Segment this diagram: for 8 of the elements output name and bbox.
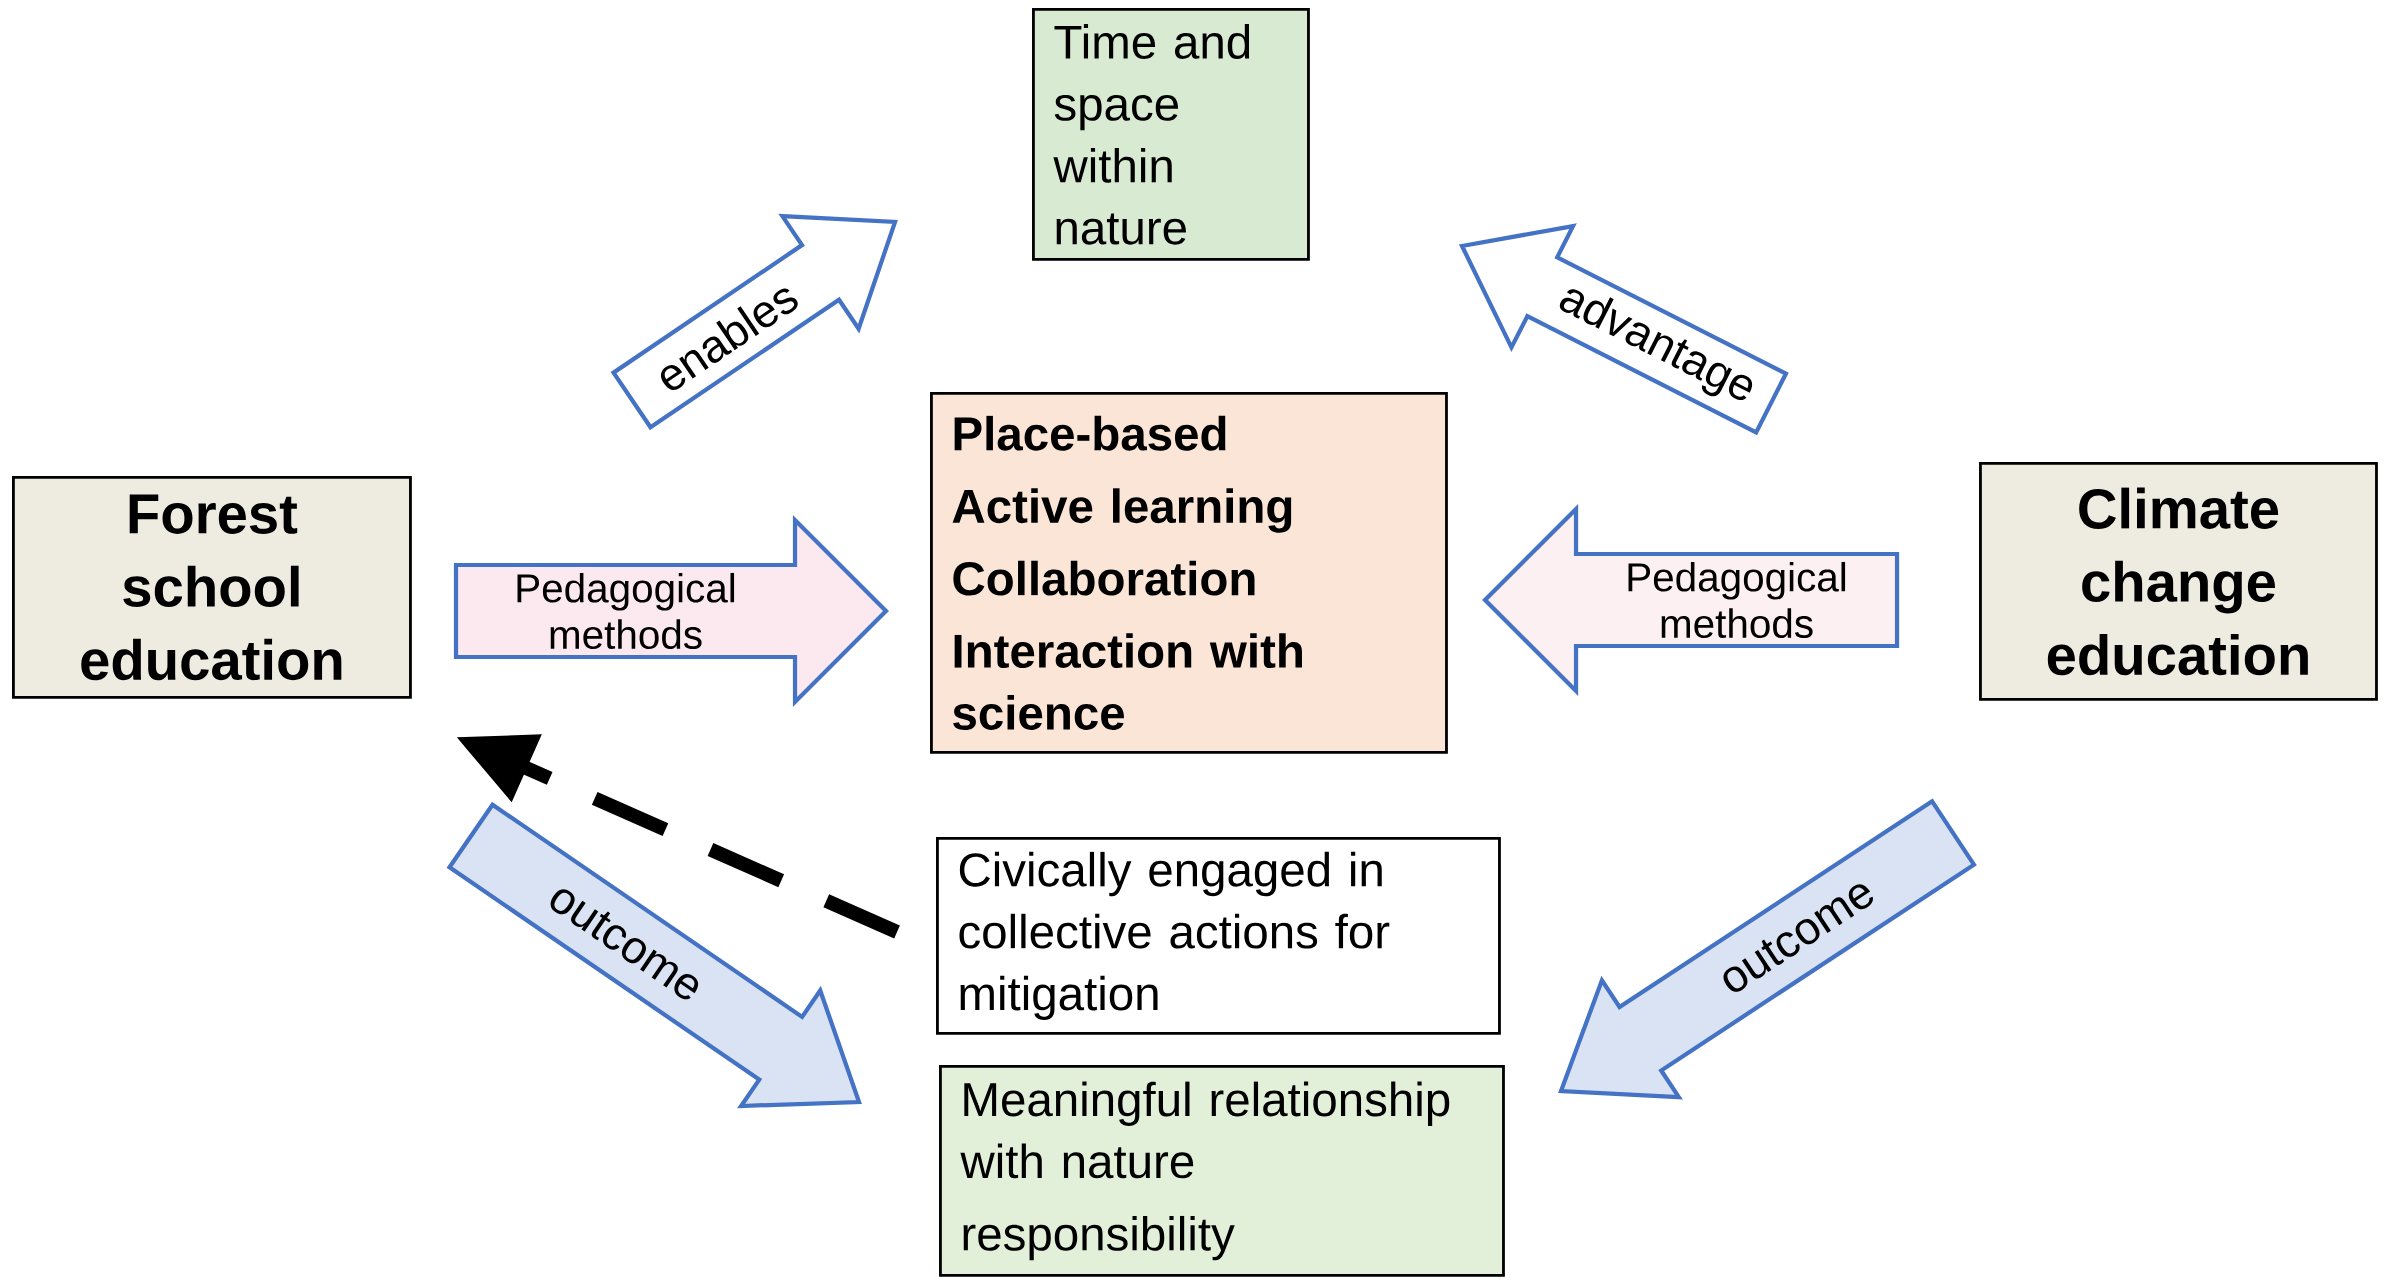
concept-box: Civically engaged in collective actions for mitigation	[936, 837, 1501, 1035]
concept-box: Meaningful relationship with nature responsibility	[939, 1065, 1505, 1277]
edge-label: Pedagogical methods	[1619, 560, 1854, 640]
concept-box: Forest school education	[12, 476, 412, 699]
concept-box: Place-based Active learning Collaboration Interaction with science	[930, 392, 1448, 754]
concept-box: Time and space within nature	[1032, 8, 1310, 261]
concept-box: Climate change education	[1979, 462, 2378, 701]
edge-label: Pedagogical methods	[508, 571, 743, 651]
